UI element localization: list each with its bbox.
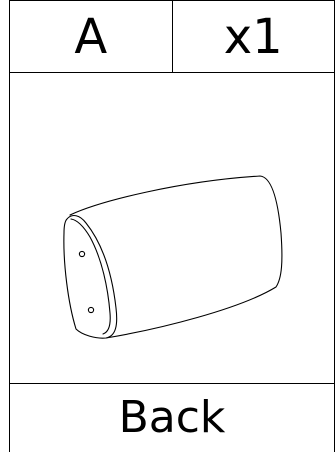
part-label: A — [10, 1, 173, 72]
cushion-side-panel — [63, 214, 118, 339]
part-card: A x1 Back — [9, 0, 335, 452]
mounting-hole-top — [78, 250, 86, 258]
part-illustration — [10, 73, 334, 383]
cushion-side-seam — [70, 218, 111, 335]
mounting-hole-bottom — [87, 306, 95, 314]
part-name: Back — [10, 383, 334, 452]
part-header: A x1 — [10, 0, 334, 73]
back-cushion-icon — [63, 175, 283, 339]
part-quantity: x1 — [223, 8, 283, 65]
